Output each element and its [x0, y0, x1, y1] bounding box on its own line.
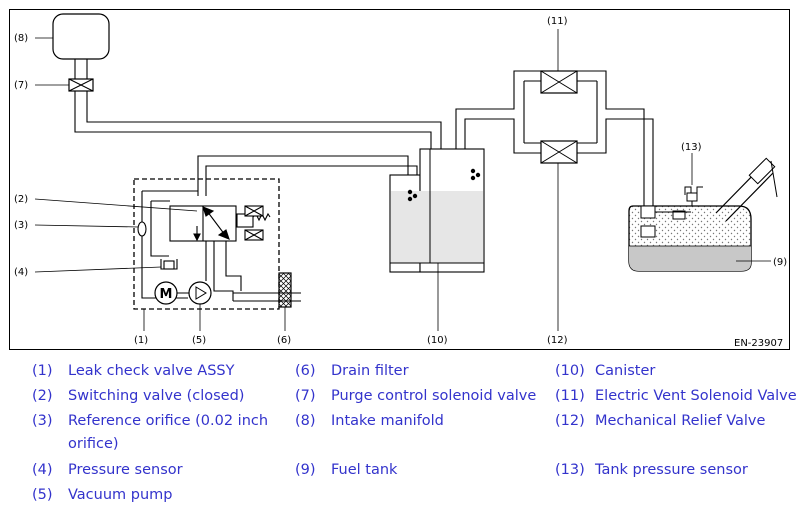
leak-check-valve-assy: [133, 178, 280, 310]
purge-control-valve: [68, 78, 94, 92]
figure-code: EN-23907: [734, 338, 783, 349]
callout-9: (9): [773, 257, 787, 268]
callout-6: (6): [277, 335, 291, 346]
callout-5: (5): [192, 335, 206, 346]
fuel-tank: [628, 157, 778, 272]
purge-line: [74, 91, 442, 149]
callout-7: (7): [14, 80, 28, 91]
callout-1: (1): [134, 335, 148, 346]
callout-13: (13): [681, 142, 702, 153]
pipe-canister-tank: [455, 70, 654, 206]
canister: [389, 148, 485, 331]
pump-motor: M: [154, 281, 178, 305]
diagram-frame: M (8) (7) (2) (3) (4) (1) (5) (6) (10) (…: [9, 9, 790, 350]
electric-vent-valve: [540, 70, 578, 94]
callout-12: (12): [547, 335, 568, 346]
evap-system-diagram: M (8) (7) (2) (3) (4) (1) (5) (6) (10) (…: [14, 13, 787, 349]
callout-2: (2): [14, 194, 28, 205]
pipe-canister-lcv: [197, 155, 418, 196]
motor-letter: M: [160, 287, 173, 302]
drain-filter: [278, 272, 292, 308]
callout-8: (8): [14, 33, 28, 44]
callout-3: (3): [14, 220, 28, 231]
callout-11: (11): [547, 16, 568, 27]
intake-manifold: [52, 13, 110, 60]
vacuum-pump: [177, 281, 212, 305]
callout-4: (4): [14, 267, 28, 278]
leader-lines: [34, 29, 771, 331]
callout-10: (10): [427, 335, 448, 346]
legend-item-3: (3) Reference orifice (0.02 inch orifice…: [32, 413, 269, 452]
mechanical-relief-valve: [540, 140, 578, 164]
legend: (1) Leak check valve ASSY (2) Switching …: [32, 363, 797, 503]
pipe-manifold-purge: [74, 59, 88, 79]
